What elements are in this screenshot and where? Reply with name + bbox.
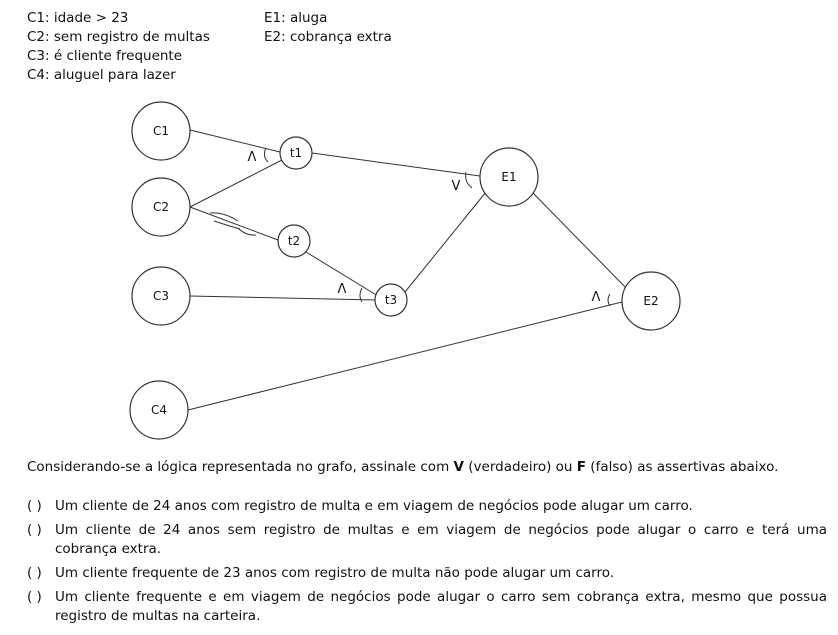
statement-item: ( ) Um cliente de 24 anos sem registro d… (27, 521, 827, 559)
answer-blank[interactable]: ( ) (27, 589, 42, 605)
edge-c3-t3 (189, 295, 377, 301)
cause-effect-graph: C1 C2 C3 C4 t1 t2 t3 E1 E2 Λ V Λ Λ (129, 101, 681, 440)
prompt-v: V (453, 459, 464, 475)
node-label-c3: C3 (153, 289, 169, 303)
operator-t1: Λ (248, 150, 257, 165)
statement-text: Um cliente de 24 anos sem registro de mu… (55, 522, 827, 557)
node-label-t1: t1 (290, 146, 302, 160)
node-t3 (374, 283, 408, 317)
question-prompt: Considerando-se a lógica representada no… (27, 459, 827, 475)
edge-t1-e1 (311, 152, 481, 177)
node-e2 (621, 271, 681, 331)
node-c1 (131, 101, 191, 161)
edge-t2-t3 (305, 251, 379, 297)
or-arc-e1 (465, 171, 473, 189)
condition-c3: C3: é cliente frequente (27, 48, 183, 64)
statement-text: Um cliente frequente de 23 anos com regi… (55, 565, 615, 581)
node-c3 (131, 266, 191, 326)
answer-blank[interactable]: ( ) (27, 498, 42, 514)
node-t2 (277, 224, 311, 258)
prompt-text-start: Considerando-se a lógica representada no… (27, 459, 454, 475)
statement-text: Um cliente frequente e em viagem de negó… (55, 589, 827, 624)
condition-c2: C2: sem registro de multas (27, 29, 210, 45)
condition-c4: C4: aluguel para lazer (27, 67, 176, 83)
answer-blank[interactable]: ( ) (27, 522, 42, 538)
node-label-t2: t2 (288, 234, 300, 248)
node-label-e1: E1 (501, 170, 516, 184)
statement-text: Um cliente de 24 anos com registro de mu… (55, 498, 693, 514)
edge-e1-e2 (531, 191, 629, 291)
node-label-e2: E2 (643, 294, 658, 308)
negation-mark-c2-t2 (209, 212, 257, 236)
operator-e1: V (452, 179, 461, 194)
node-label-c1: C1 (153, 124, 169, 138)
edge-c1-t1 (189, 129, 281, 153)
edge-c4-e2 (187, 301, 623, 411)
node-c4 (129, 380, 189, 440)
edge-c2-t2 (189, 206, 279, 241)
answer-blank[interactable]: ( ) (27, 565, 42, 581)
statement-item: ( ) Um cliente frequente de 23 anos com … (27, 564, 827, 583)
statement-item: ( ) Um cliente frequente e em viagem de … (27, 588, 827, 626)
and-arc-t3 (359, 287, 363, 303)
node-e1 (479, 147, 539, 207)
prompt-text-end: (falso) as assertivas abaixo. (586, 459, 779, 475)
node-label-c2: C2 (153, 200, 169, 214)
edge-c2-t1 (189, 159, 283, 208)
and-arc-t1 (263, 147, 269, 163)
operator-e2: Λ (592, 290, 601, 305)
node-label-t3: t3 (385, 293, 397, 307)
conditions-legend: C1: idade > 23 C2: sem registro de multa… (27, 9, 210, 85)
node-t1 (279, 136, 313, 170)
edge-t3-e1 (404, 191, 487, 293)
operator-t3: Λ (338, 282, 347, 297)
prompt-text-middle: (verdadeiro) ou (463, 459, 577, 475)
condition-c1: C1: idade > 23 (27, 10, 129, 26)
statement-item: ( ) Um cliente de 24 anos com registro d… (27, 497, 827, 516)
effects-legend: E1: aluga E2: cobrança extra (264, 9, 392, 47)
effect-e2: E2: cobrança extra (264, 29, 392, 45)
prompt-f: F (576, 459, 587, 475)
effect-e1: E1: aluga (264, 10, 328, 26)
node-label-c4: C4 (151, 403, 167, 417)
node-c2 (131, 177, 191, 237)
statement-list: ( ) Um cliente de 24 anos com registro d… (27, 497, 827, 631)
and-arc-e2 (607, 293, 611, 307)
